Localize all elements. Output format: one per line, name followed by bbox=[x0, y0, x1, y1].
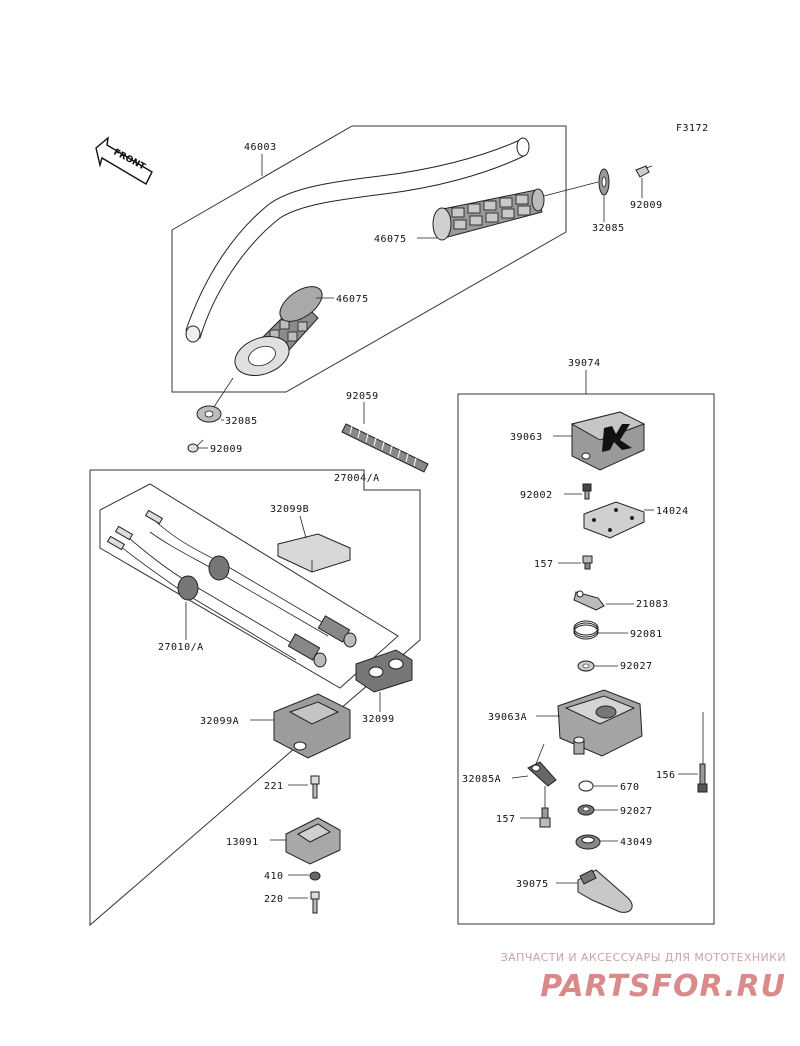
screw-157-upper-icon bbox=[582, 555, 593, 570]
label-32085-left: 32085 bbox=[225, 416, 258, 427]
label-32099B: 32099B bbox=[270, 504, 309, 515]
bar-end-weight-right bbox=[598, 168, 610, 196]
label-46003: 46003 bbox=[244, 142, 277, 153]
label-43049: 43049 bbox=[620, 837, 653, 848]
clamp-13091-part bbox=[285, 817, 341, 865]
spring-92081-icon bbox=[573, 620, 599, 640]
label-157-lower: 157 bbox=[496, 814, 516, 825]
label-46075-left: 46075 bbox=[336, 294, 369, 305]
contact-21083-part bbox=[573, 590, 605, 611]
seal-43049-icon bbox=[575, 834, 601, 850]
watermark-logo: PARTSFOR.RU bbox=[540, 969, 786, 1004]
right-grip-part bbox=[432, 181, 599, 241]
bolt-right-icon bbox=[635, 165, 653, 178]
front-arrow-icon: FRONT bbox=[95, 136, 153, 185]
label-39063A: 39063A bbox=[488, 712, 527, 723]
washer-410-icon bbox=[309, 871, 321, 881]
lever-39075-part bbox=[577, 869, 633, 913]
screw-156-icon bbox=[697, 763, 708, 793]
cable-protector-part bbox=[341, 423, 429, 473]
label-27004A: 27004/A bbox=[334, 473, 380, 484]
switch-cover-39063-part bbox=[570, 411, 646, 471]
label-221: 221 bbox=[264, 781, 284, 792]
housing-32099a-part bbox=[273, 693, 351, 759]
label-39063: 39063 bbox=[510, 432, 543, 443]
label-92002: 92002 bbox=[520, 490, 553, 501]
label-92009-left: 92009 bbox=[210, 444, 243, 455]
label-410: 410 bbox=[264, 871, 284, 882]
switch-housing-39063a-part bbox=[557, 689, 643, 757]
throttle-group-frame bbox=[89, 469, 421, 927]
label-27010A: 27010/A bbox=[158, 642, 204, 653]
label-32099: 32099 bbox=[362, 714, 395, 725]
label-157-upper: 157 bbox=[534, 559, 554, 570]
label-46075-right: 46075 bbox=[374, 234, 407, 245]
bolt-left-icon bbox=[187, 439, 204, 453]
label-92059: 92059 bbox=[346, 391, 379, 402]
handlebar-part bbox=[185, 137, 530, 343]
label-39075: 39075 bbox=[516, 879, 549, 890]
screw-92002-icon bbox=[582, 483, 592, 500]
figure-code: F3172 bbox=[676, 123, 709, 134]
washer-92027-upper-icon bbox=[577, 660, 595, 672]
throttle-cable-subframe bbox=[99, 483, 399, 689]
label-92027-upper: 92027 bbox=[620, 661, 653, 672]
label-670: 670 bbox=[620, 782, 640, 793]
gasket-14024-part bbox=[583, 501, 645, 539]
watermark-tagline: ЗАПЧАСТИ И АКСЕССУАРЫ ДЛЯ МОТОТЕХНИКИ bbox=[501, 951, 786, 964]
oring-670-icon bbox=[578, 780, 594, 792]
handlebar-group-frame bbox=[171, 125, 567, 393]
cover-32099b-part bbox=[277, 533, 351, 573]
label-13091: 13091 bbox=[226, 837, 259, 848]
label-92009-right: 92009 bbox=[630, 200, 663, 211]
label-156: 156 bbox=[656, 770, 676, 781]
label-32085A: 32085A bbox=[462, 774, 501, 785]
screw-221-icon bbox=[310, 775, 320, 799]
label-39074: 39074 bbox=[568, 358, 601, 369]
screw-220-icon bbox=[310, 891, 320, 914]
nut-92027-lower-icon bbox=[577, 804, 595, 816]
left-grip-part bbox=[234, 286, 323, 376]
screw-157-lower-icon bbox=[539, 807, 551, 828]
label-220: 220 bbox=[264, 894, 284, 905]
bar-end-weight-left bbox=[196, 405, 222, 423]
clip-32085a-part bbox=[527, 761, 557, 787]
label-32085-right: 32085 bbox=[592, 223, 625, 234]
label-32099A: 32099A bbox=[200, 716, 239, 727]
label-21083: 21083 bbox=[636, 599, 669, 610]
label-92081: 92081 bbox=[630, 629, 663, 640]
throttle-cables-part bbox=[106, 509, 357, 668]
label-92027-lower: 92027 bbox=[620, 806, 653, 817]
holder-32099-part bbox=[355, 649, 413, 693]
label-14024: 14024 bbox=[656, 506, 689, 517]
